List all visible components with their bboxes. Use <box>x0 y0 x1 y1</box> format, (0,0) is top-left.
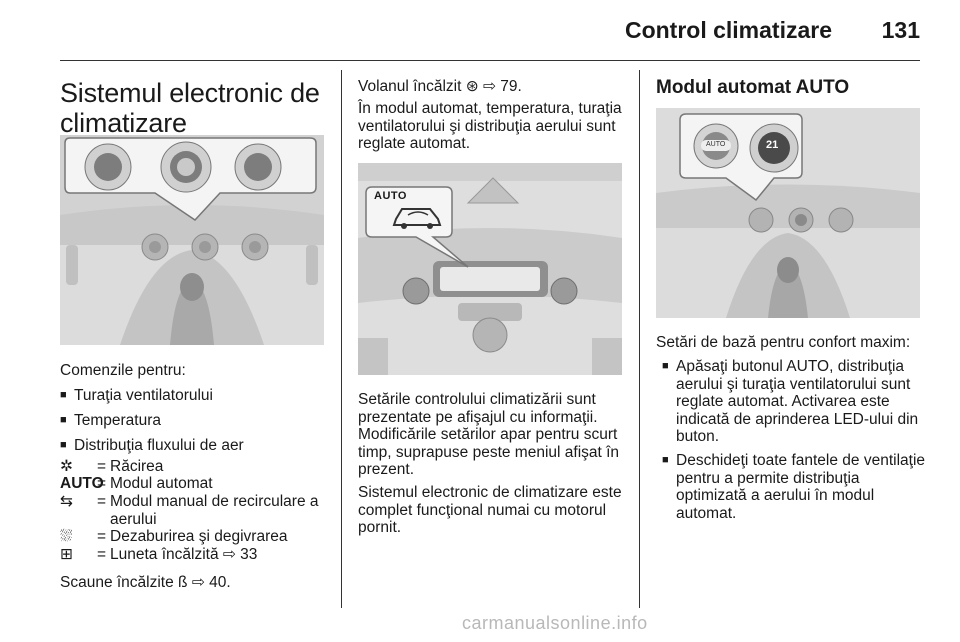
auto-panel-drawing <box>656 108 920 318</box>
bullet-text: Apăsaţi butonul AUTO, distribuţia aerulu… <box>676 358 919 445</box>
bullet-glyph: ■ <box>662 454 669 466</box>
heated-steering-note: Volanul încălzit ⊛ ⇨ 79. <box>358 78 522 95</box>
dashboard-illustration: AUTO <box>358 163 622 375</box>
header-rule <box>60 60 920 61</box>
auto-symbol: AUTO <box>60 475 104 492</box>
bullet-item: ■ Distribuţia fluxului de aer <box>60 437 244 455</box>
bullet-item: ■ Temperatura <box>60 412 161 430</box>
legend-equals: = <box>97 458 107 475</box>
heated-rear-window-icon: ⊞ <box>60 546 73 563</box>
bullet-glyph: ■ <box>60 439 67 451</box>
climate-control-illustration <box>60 135 324 345</box>
auto-button-label: AUTO <box>706 141 726 148</box>
settings-display-paragraph: Setările controlului climatizării sunt p… <box>358 391 620 478</box>
bullet-glyph: ■ <box>60 389 67 401</box>
bullet-item: ■ Turaţia ventilatorului <box>60 387 213 405</box>
legend-equals: = <box>97 493 107 510</box>
climate-panel-drawing <box>60 135 324 345</box>
intro-text: Comenzile pentru: <box>60 362 186 379</box>
column-divider <box>341 70 342 608</box>
legend-equals: = <box>97 475 107 492</box>
section-heading: Modul automat AUTO <box>656 77 850 98</box>
intro-text: Setări de bază pentru confort maxim: <box>656 334 911 351</box>
dashboard-drawing <box>358 163 622 375</box>
bullet-item: ■ Deschideţi toate fantele de ventilaţie… <box>662 452 928 522</box>
bullet-text: Turaţia ventilatorului <box>74 387 213 404</box>
bullet-text: Distribuţia fluxului de aer <box>74 437 244 454</box>
recirculation-icon: ⇆ <box>60 493 73 510</box>
bullet-glyph: ■ <box>60 414 67 426</box>
page-number: 131 <box>881 17 920 43</box>
page-header: Control climatizare 131 <box>0 0 960 62</box>
auto-mode-paragraph: În modul automat, temperatura, turaţia v… <box>358 100 622 152</box>
legend-text: Luneta încălzită ⇨ 33 <box>110 546 258 563</box>
engine-running-paragraph: Sistemul electronic de climatizare este … <box>358 484 622 536</box>
bullet-item: ■ Apăsaţi butonul AUTO, distribuţia aeru… <box>662 358 928 446</box>
defrost-icon: ⛆ <box>60 528 73 545</box>
legend-equals: = <box>97 546 107 563</box>
auto-mode-illustration: 21 AUTO <box>656 108 920 318</box>
cooling-icon: ✲ <box>60 458 73 475</box>
legend-text: Dezaburirea şi degivrarea <box>110 528 288 545</box>
legend-text: Modul manual de recirculare a aerului <box>110 493 319 528</box>
heated-seats-note: Scaune încălzite ß ⇨ 40. <box>60 574 231 591</box>
bullet-glyph: ■ <box>662 360 669 372</box>
watermark: carmanualsonline.info <box>462 613 648 633</box>
bullet-text: Temperatura <box>74 412 162 429</box>
legend-equals: = <box>97 528 107 545</box>
header-title: Control climatizare <box>624 17 832 43</box>
legend-text: Răcirea <box>110 458 164 475</box>
legend-text: Modul automat <box>110 475 213 492</box>
auto-callout-label: AUTO <box>374 190 407 202</box>
temperature-display: 21 <box>766 139 779 151</box>
section-heading: Sistemul electronic de climatizare <box>60 78 320 138</box>
column-divider <box>639 70 640 608</box>
bullet-text: Deschideţi toate fantele de ventilaţie p… <box>676 452 926 522</box>
